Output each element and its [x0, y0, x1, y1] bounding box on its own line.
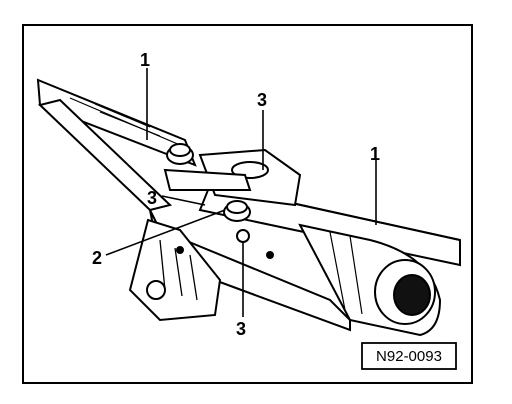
reference-code: N92-0093: [376, 348, 442, 365]
callout-2: 2: [92, 248, 102, 268]
ball-joint-nut-upper: [166, 143, 194, 165]
callout-3-middle: 3: [147, 188, 157, 208]
wiper-motor: [298, 223, 442, 337]
callout-1-left-rod: 1: [140, 50, 150, 70]
reference-code-box: [361, 342, 457, 370]
callout-3-lower: 3: [236, 319, 246, 339]
crank-arm: [163, 168, 252, 191]
figure-frame: [22, 24, 473, 384]
leader-lines: [105, 68, 377, 317]
ball-joint-nut-lower: [223, 200, 251, 222]
mounting-frame: [37, 98, 351, 332]
callout-3-upper: 3: [257, 90, 267, 110]
callout-1-right-rod: 1: [370, 144, 380, 164]
fastening-bolt: [236, 229, 250, 243]
linkage-rod-left: [36, 78, 197, 167]
